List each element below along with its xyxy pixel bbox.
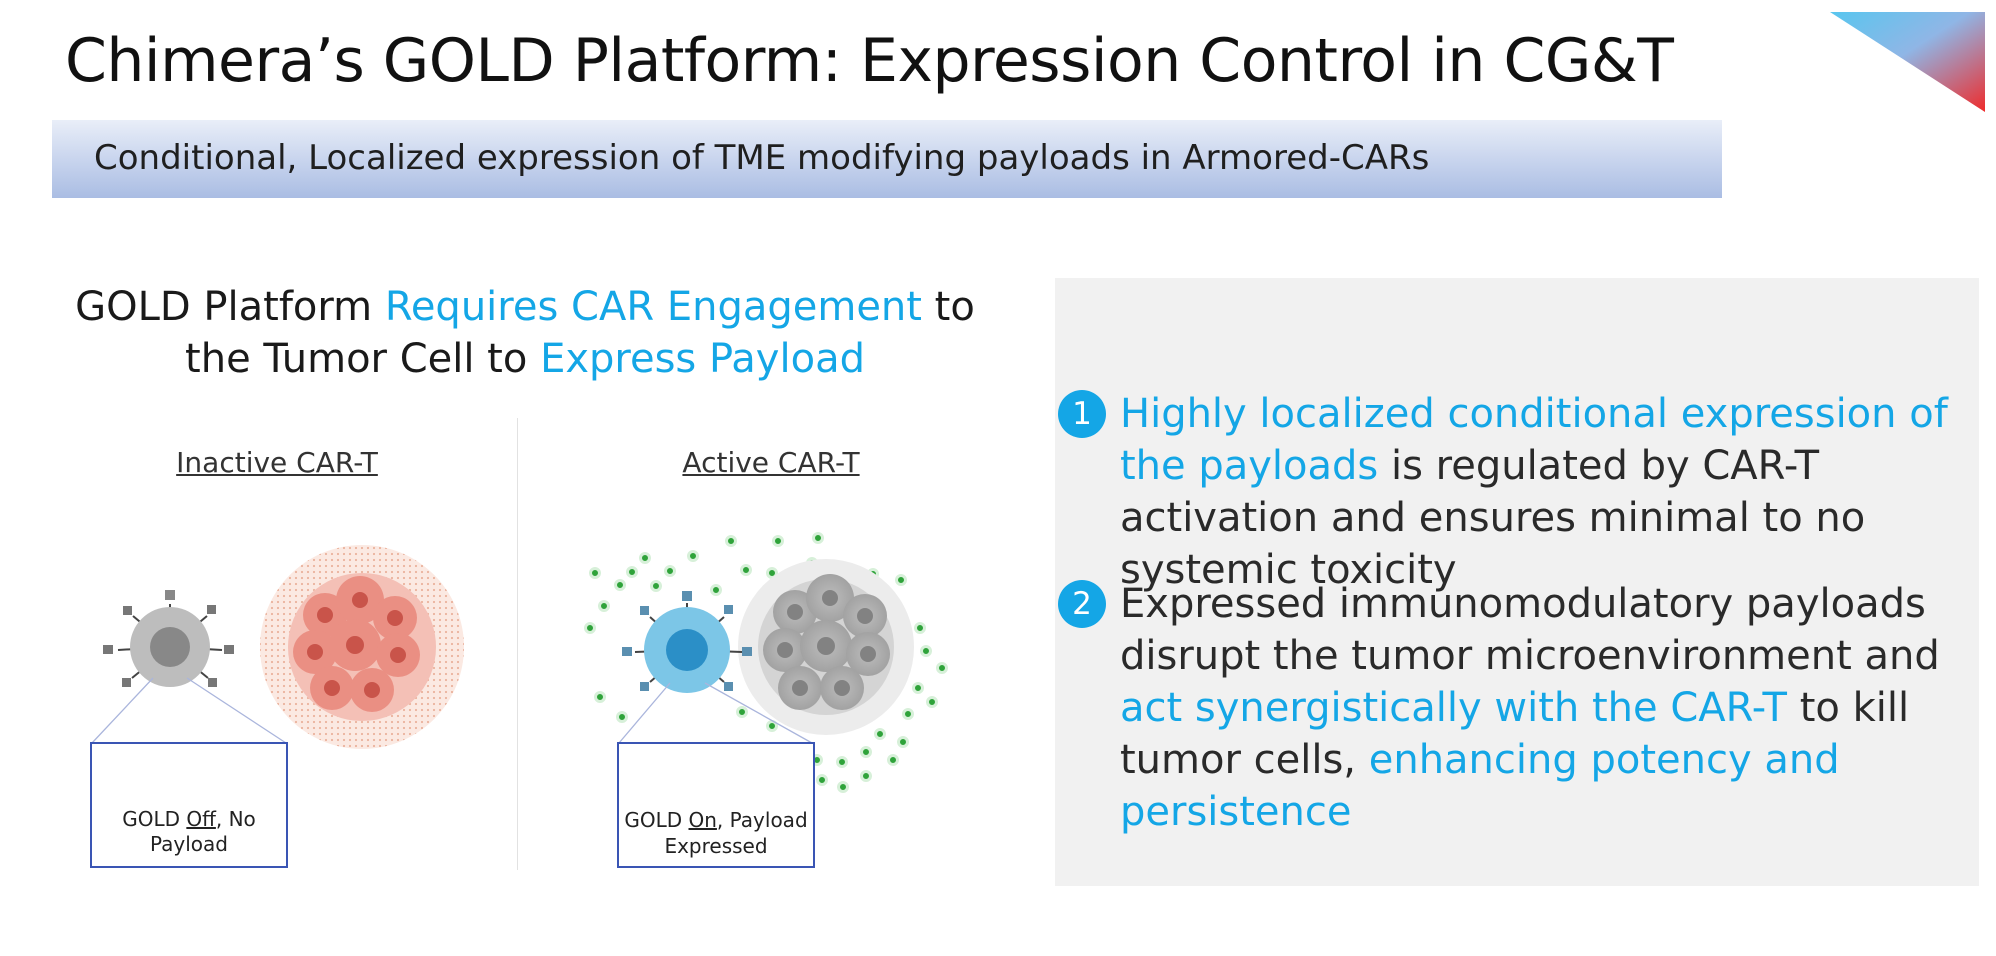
point-text: to kill tumor cells, (1120, 685, 1910, 783)
subtitle-text: Conditional, Localized expression of TME… (94, 138, 1430, 178)
point-highlight: enhancing potency and persistence (1120, 737, 1840, 835)
payload-dots (584, 532, 948, 793)
callout-text: GOLD (122, 807, 187, 831)
callout-line-1: GOLD On, Payload (619, 807, 813, 833)
inactive-car-t-label: Inactive CAR-T (176, 446, 378, 479)
point-highlight: act synergistically with the CAR-T (1120, 685, 1787, 731)
slide-title: Chimera’s GOLD Platform: Expression Cont… (65, 26, 1674, 96)
callout-text: , Payload (716, 808, 808, 832)
number-badge: 1 (1058, 390, 1106, 438)
subtitle-banner: Conditional, Localized expression of TME… (52, 120, 1722, 198)
callout-state: On (688, 808, 717, 832)
callout-text: GOLD (624, 808, 689, 832)
active-tumor-cell (738, 559, 914, 735)
callout-line-1: GOLD Off, No (92, 806, 286, 832)
callout-text: , No (215, 807, 256, 831)
heading-text: the Tumor Cell to (185, 336, 541, 382)
key-points-panel: 1 Highly localized conditional expressio… (1055, 278, 1979, 886)
inactive-car-t-cell (103, 590, 234, 687)
point-highlight: Highly localized conditional expression … (1120, 391, 1948, 489)
number-badge: 2 (1058, 580, 1106, 628)
callout-state: Off (186, 807, 216, 831)
active-car-t-cell (622, 591, 752, 693)
platform-heading-line-1: GOLD Platform Requires CAR Engagement to (50, 284, 1000, 330)
heading-highlight: Express Payload (540, 336, 865, 382)
car-t-diagram (91, 532, 948, 793)
key-point-text: Highly localized conditional expression … (1120, 388, 1970, 596)
inactive-tumor-cell (260, 545, 464, 749)
heading-highlight: Requires CAR Engagement (384, 284, 922, 330)
gold-on-callout: GOLD On, Payload Expressed (617, 742, 815, 868)
heading-text: to (921, 284, 975, 330)
gold-off-callout: GOLD Off, No Payload (90, 742, 288, 868)
panel-divider (517, 418, 518, 870)
active-car-t-label: Active CAR-T (682, 446, 860, 479)
point-text: is regulated by CAR-T activation and ens… (1120, 443, 1866, 593)
key-point-text: Expressed immunomodulatory payloads disr… (1120, 578, 1970, 838)
callout-line-2: Expressed (664, 834, 768, 858)
corner-logo-triangle (1830, 12, 1985, 112)
heading-text: GOLD Platform (75, 284, 385, 330)
platform-heading-line-2: the Tumor Cell to Express Payload (50, 336, 1000, 382)
callout-line-2: Payload (150, 832, 228, 856)
point-text: Expressed immunomodulatory payloads disr… (1120, 581, 1940, 679)
